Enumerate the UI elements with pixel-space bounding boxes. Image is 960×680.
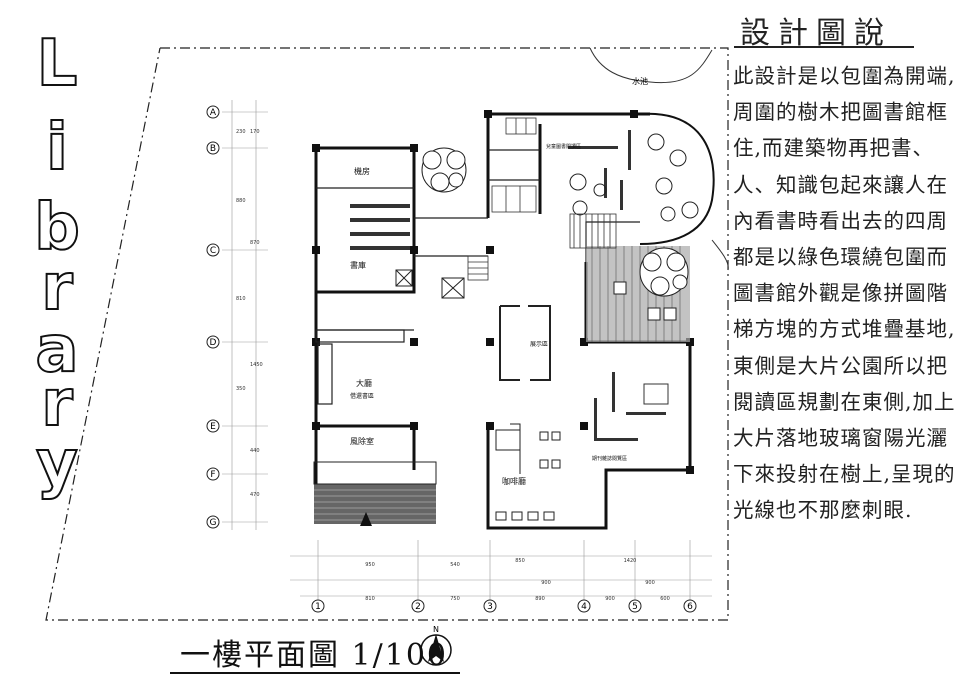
dim-label: 600 (660, 596, 670, 602)
grid-row-label: G (210, 518, 217, 528)
entrance-steps (313, 461, 437, 526)
title-letter: b (33, 191, 81, 265)
bookshelves (350, 130, 669, 441)
room-label-checkout: 借還書區 (350, 392, 374, 400)
grid-col-label: 3 (487, 602, 493, 612)
site-boundary (45, 47, 729, 621)
dim-label: 750 (450, 596, 460, 602)
restroom (491, 117, 537, 213)
dim-label: 890 (535, 596, 545, 602)
grid-row-markers: A B C D E F G (206, 105, 220, 529)
dimension-bottom: 950 540 850 1420 900 900 810 750 890 900… (365, 558, 670, 602)
caption-underline (170, 672, 460, 674)
grid-row-label: A (210, 108, 217, 118)
room-label-wind: 風除室 (350, 436, 374, 446)
dim-label: 350 (236, 386, 246, 392)
title-letter: a (34, 313, 79, 387)
dim-label: 880 (236, 198, 246, 204)
grid-col-label: 2 (415, 602, 421, 612)
dim-label: 1450 (250, 362, 263, 368)
grid-col-label: 6 (687, 602, 693, 612)
title-letter: r (40, 367, 74, 441)
dim-label: 950 (365, 562, 375, 568)
dim-label: 470 (250, 492, 260, 498)
room-label-lobby: 大廳 (356, 378, 372, 388)
exhibit-frame (499, 305, 551, 381)
grid-row-label: B (210, 144, 216, 154)
grid-cols (290, 540, 712, 600)
grid-row-label: E (210, 422, 216, 432)
grid-col-label: 1 (315, 602, 321, 612)
title-letter: r (40, 251, 74, 325)
north-arrow-icon: N (420, 625, 452, 666)
dim-label: 810 (365, 596, 375, 602)
dim-label: 1420 (624, 558, 637, 564)
dim-label: 170 (250, 129, 260, 135)
grid-col-label: 4 (581, 602, 587, 612)
room-label-kids: 兒童圖書閱讀區 (546, 143, 581, 150)
tree-icon (639, 247, 689, 297)
dim-label: 870 (250, 240, 260, 246)
plan-caption: 一樓平面圖 1/100 (180, 638, 448, 673)
dim-label: 810 (236, 296, 246, 302)
dim-label: 900 (541, 580, 551, 586)
structural-columns (312, 110, 694, 474)
dimension-left: 230 170 880 870 810 1450 350 440 470 (236, 129, 263, 498)
room-label-cafe: 咖啡廳 (502, 476, 526, 486)
elevator-icon (395, 269, 465, 299)
north-label: N (433, 625, 439, 634)
room-labels: 機房 書庫 大廳 借還書區 展示區 風除室 咖啡廳 兒童圖書閱讀區 期刊雜誌閱覽… (350, 143, 627, 486)
pond-outline (589, 47, 713, 84)
room-label-exhibit: 展示區 (530, 341, 548, 348)
room-label-mech: 機房 (354, 166, 370, 176)
reading-bay-curve (639, 112, 715, 245)
room-label-periodicals: 期刊雜誌閱覽區 (592, 455, 627, 462)
room-label-pond: 水池 (632, 76, 648, 86)
wood-deck (586, 246, 690, 342)
dim-label: 900 (605, 596, 615, 602)
title-letter: y (35, 427, 79, 501)
design-heading: 設計圖說 (740, 16, 892, 51)
design-description: 此設計是以包圍為開端,周圍的樹木把圖書館框住,而建築物再把書、人、知識包起來讓人… (733, 64, 956, 523)
grid-col-markers: 1 2 3 4 5 6 (311, 599, 697, 613)
dim-label: 540 (450, 562, 460, 568)
heading-underline (734, 46, 914, 48)
room-label-stack: 書庫 (350, 260, 366, 270)
dim-label: 440 (250, 448, 260, 454)
cafe-tables (495, 423, 561, 521)
title-letter: L (36, 27, 79, 101)
pond-edge (711, 239, 729, 271)
dim-label: 230 (236, 129, 246, 135)
stairs (467, 213, 617, 281)
grid-row-label: F (210, 470, 215, 480)
title-letter: i (45, 111, 69, 185)
dim-label: 850 (515, 558, 525, 564)
reading-tables (569, 133, 699, 222)
checkout-counter (315, 329, 405, 405)
grid-rows (222, 100, 268, 530)
grid-row-label: C (210, 246, 216, 256)
tree-icon (421, 147, 467, 193)
grid-col-label: 5 (632, 602, 638, 612)
grid-row-label: D (210, 338, 217, 348)
dim-label: 900 (645, 580, 655, 586)
